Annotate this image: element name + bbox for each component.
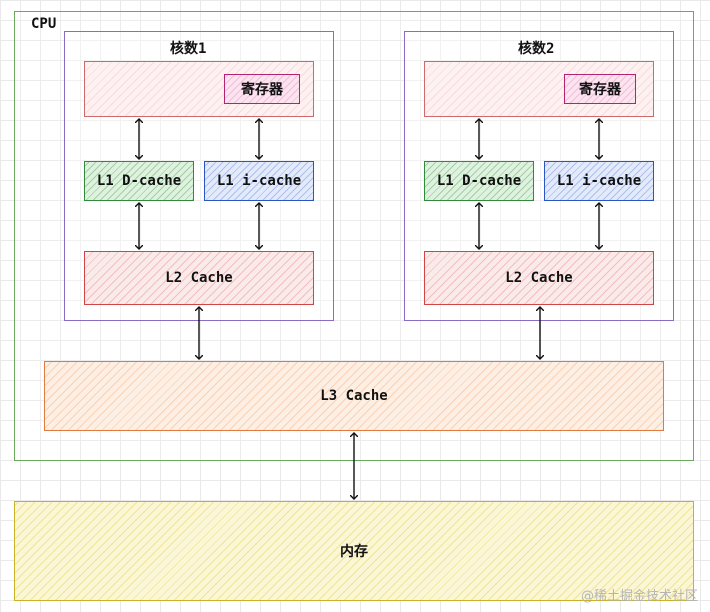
main-memory-label: 内存 <box>340 544 368 560</box>
core-2-l1-i-cache: L1 i-cache <box>544 161 654 201</box>
core-1-l1-d-cache-label: L1 D-cache <box>96 173 182 189</box>
core-2-l1-d-cache: L1 D-cache <box>424 161 534 201</box>
core-1-register: 寄存器 <box>224 74 300 104</box>
core-1-l1-d-cache: L1 D-cache <box>84 161 194 201</box>
core-1-register-label: 寄存器 <box>241 82 283 98</box>
core-1-l2-cache: L2 Cache <box>84 251 314 305</box>
core-2-l1-d-cache-label: L1 D-cache <box>436 173 522 189</box>
main-memory: 内存 <box>14 501 694 601</box>
core-2-register-label: 寄存器 <box>579 82 621 98</box>
core-1-l1-i-cache: L1 i-cache <box>204 161 314 201</box>
core-2-register: 寄存器 <box>564 74 636 104</box>
core-1-l2-cache-label: L2 Cache <box>165 270 233 286</box>
watermark: @稀土掘金技术社区 <box>580 589 698 604</box>
l3-cache-label: L3 Cache <box>320 388 388 404</box>
core-1-title: 核数1 <box>170 41 207 57</box>
cpu-label: CPU <box>31 16 57 32</box>
l3-cache: L3 Cache <box>44 361 664 431</box>
core-2-l2-cache: L2 Cache <box>424 251 654 305</box>
core-1-l1-i-cache-label: L1 i-cache <box>216 173 302 189</box>
core-2-l1-i-cache-label: L1 i-cache <box>556 173 642 189</box>
core-2-title: 核数2 <box>518 41 555 57</box>
core-2-l2-cache-label: L2 Cache <box>505 270 573 286</box>
